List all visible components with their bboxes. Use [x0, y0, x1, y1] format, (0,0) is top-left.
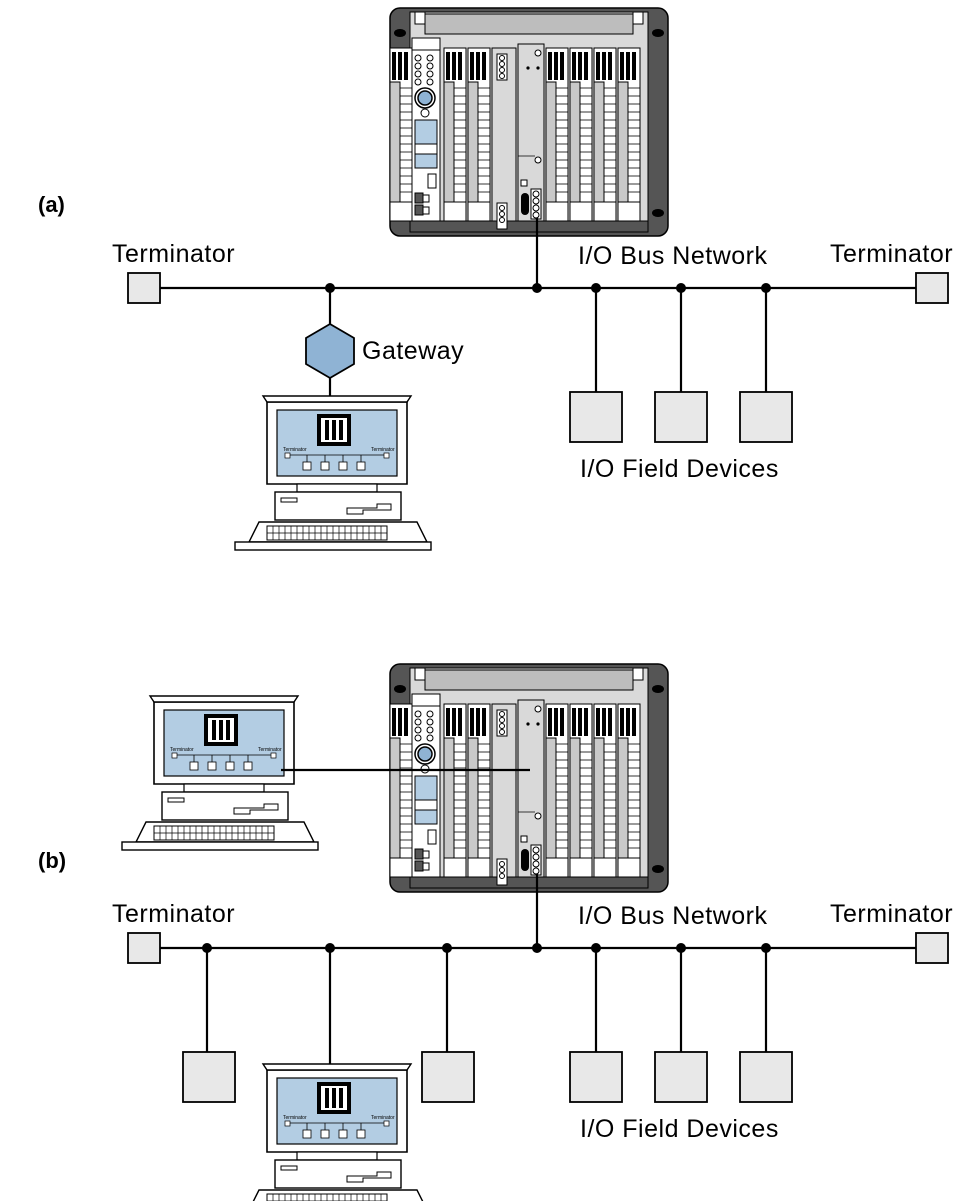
terminator-left-b-label: Terminator	[112, 900, 235, 928]
terminator-left-b	[127, 932, 161, 964]
field-device-b2	[654, 1051, 708, 1103]
bus-node	[532, 283, 542, 293]
computer-terminal-b-bus	[234, 1063, 432, 1201]
field-device-a2	[654, 391, 708, 443]
panel-a: (a) Terminator Terminator I/O Bus Networ…	[38, 8, 953, 551]
field-device-a3	[739, 391, 793, 443]
field-devices-label-b: I/O Field Devices	[580, 1115, 779, 1143]
bus-label-a: I/O Bus Network	[578, 242, 768, 270]
field-device-b-mid	[421, 1051, 475, 1103]
panel-b: (b) Terminator Terminator I/O Bus Networ…	[38, 664, 953, 1201]
computer-terminal-a	[234, 395, 432, 551]
panel-b-tag: (b)	[38, 848, 66, 873]
gateway-label: Gateway	[362, 337, 464, 365]
terminator-left-a-label: Terminator	[112, 240, 235, 268]
bus-node	[532, 943, 542, 953]
field-device-b1	[569, 1051, 623, 1103]
field-device-a1	[569, 391, 623, 443]
plc-rack-a	[390, 8, 668, 236]
terminator-right-a-label: Terminator	[830, 240, 953, 268]
panel-a-tag: (a)	[38, 192, 65, 217]
field-devices-label-a: I/O Field Devices	[580, 455, 779, 483]
terminator-right-b-label: Terminator	[830, 900, 953, 928]
terminator-left-a	[127, 272, 161, 304]
field-device-b-left	[182, 1051, 236, 1103]
plc-rack-b	[390, 664, 668, 892]
terminator-right-b	[915, 932, 949, 964]
computer-terminal-b-left	[121, 695, 319, 851]
terminator-right-a	[915, 272, 949, 304]
bus-label-b: I/O Bus Network	[578, 902, 768, 930]
field-device-b3	[739, 1051, 793, 1103]
gateway-hexagon	[305, 322, 355, 380]
